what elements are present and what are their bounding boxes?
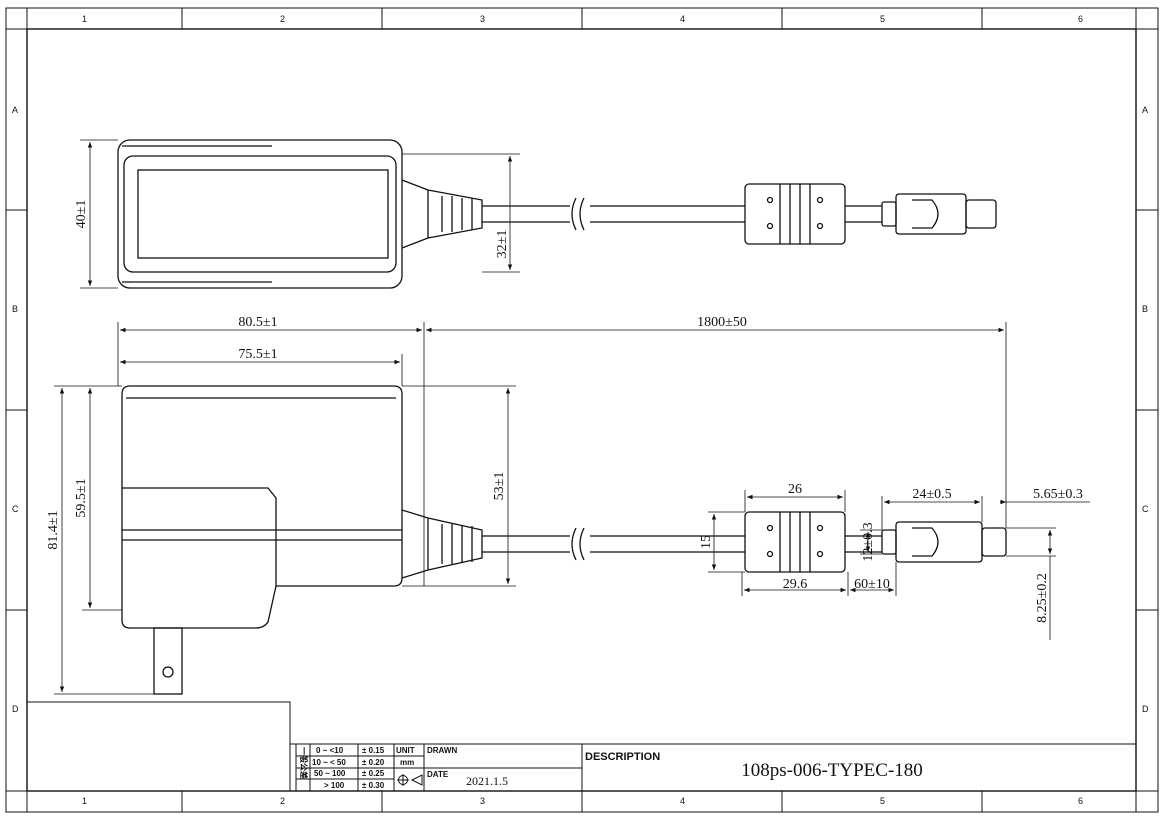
zone-labels: 1 2 3 4 5 6 1 2 3 4 5 6 A B C D A B C D [12,14,1149,806]
tol-value-4: ± 0.30 [362,781,385,790]
date-label: DATE [427,770,449,779]
drawn-label: DRAWN [427,746,457,755]
dim-length-body: 75.5±1 [238,347,277,362]
usb-c-plug-side [845,521,1007,563]
col-label-3-bottom: 3 [480,796,485,806]
dim-plug-tip: 5.65±0.3 [1033,487,1083,502]
tol-value-1: ± 0.15 [362,746,385,755]
unit-label: UNIT [396,746,415,755]
ferrite-core-top [740,183,846,245]
col-label-3: 3 [480,14,485,24]
col-label-6-bottom: 6 [1078,796,1083,806]
tol-range-3: 50 ~ 100 [314,769,346,778]
dim-ferrite-total: 29.6 [783,577,808,592]
row-label-c: C [12,504,19,514]
adapter-body-top [117,139,403,289]
dim-length-total: 80.5±1 [238,315,277,330]
description-value: 108ps-006-TYPEC-180 [741,760,923,781]
tol-range-1: 0 ~ <10 [316,746,344,755]
tol-range-2: 10 ~ < 50 [312,758,346,767]
date-value: 2021.1.5 [466,774,508,788]
tol-value-2: ± 0.20 [362,758,385,767]
side-view [121,385,1007,695]
dim-top-cable-height: 32±1 [495,230,510,259]
strain-relief-top [401,179,483,249]
dim-height-body: 59.5±1 [74,478,89,517]
col-label-1-bottom: 1 [82,796,87,806]
row-label-b-right: B [1142,304,1148,314]
row-label-d-right: D [1142,704,1149,714]
ferrite-core-side [744,511,846,573]
tol-value-3: ± 0.25 [362,769,385,778]
usb-c-plug-top [845,193,997,235]
col-label-2: 2 [280,14,285,24]
col-label-6: 6 [1078,14,1083,24]
ac-prong [153,627,183,695]
tolerance-label: 一般公差 [299,747,309,779]
row-label-a-right: A [1142,105,1148,115]
row-label-b: B [12,304,18,314]
col-label-2-bottom: 2 [280,796,285,806]
drawing-frame [5,7,1159,813]
cable-side [482,527,745,561]
col-label-5: 5 [880,14,885,24]
dim-ferrite-height: 15 [699,535,714,549]
dim-height-total: 81.4±1 [46,510,61,549]
dim-height-case: 53±1 [492,472,507,501]
dim-ferrite-length: 26 [788,482,802,497]
dim-plug-length: 24±0.5 [912,487,951,502]
description-label: DESCRIPTION [585,751,660,763]
row-label-c-right: C [1142,504,1149,514]
cable-top [482,197,740,231]
row-label-a: A [12,105,18,115]
strain-relief-side [401,509,483,579]
col-label-4: 4 [680,14,685,24]
adapter-body-side [121,385,403,629]
projection-symbol-icon [397,774,423,786]
dim-cable-length: 1800±50 [697,315,747,330]
dim-tip-height: 8.25±0.2 [1035,573,1050,623]
dim-gap: 60±10 [854,577,890,592]
dim-plug-height: 12±0.3 [861,522,876,561]
col-label-5-bottom: 5 [880,796,885,806]
tol-range-4: > 100 [324,781,345,790]
row-label-d: D [12,704,19,714]
top-view [117,139,997,289]
col-label-4-bottom: 4 [680,796,685,806]
side-view-dimensions [54,322,1090,695]
unit-value: mm [400,758,414,767]
dim-top-width: 40±1 [74,200,89,229]
title-block [27,701,1136,791]
col-label-1: 1 [82,14,87,24]
top-view-dimensions [80,139,520,289]
